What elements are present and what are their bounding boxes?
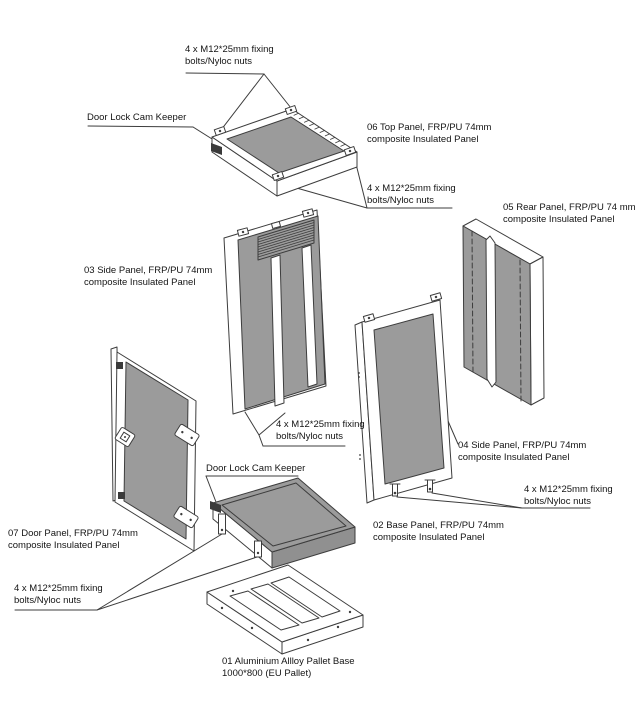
label-part-05-rear-panel: 05 Rear Panel, FRP/PU 74 mm composite In… <box>503 202 636 225</box>
callout-door-lock-cam-keeper-bottom: Door Lock Cam Keeper <box>206 463 306 474</box>
cam-keeper-top <box>211 143 222 155</box>
label-part-02-base-panel: 02 Base Panel, FRP/PU 74mm composite Ins… <box>373 520 504 543</box>
callout-fixing-bolts-side-panel-04: 4 x M12*25mm fixing bolts/Nyloc nuts <box>524 484 613 507</box>
leader-lines <box>14 72 591 611</box>
callout-fixing-bolts-top: 4 x M12*25mm fixing bolts/Nyloc nuts <box>185 44 274 67</box>
base-panel-legs <box>218 513 262 558</box>
door-hinge-bottom <box>173 505 199 529</box>
fixing-bolt-tabs <box>362 292 443 323</box>
part-05-rear-panel-drawing <box>462 218 545 406</box>
callout-fixing-bolts-base: 4 x M12*25mm fixing bolts/Nyloc nuts <box>14 583 103 606</box>
label-part-04-side-panel: 04 Side Panel, FRP/PU 74mm composite Ins… <box>458 440 587 463</box>
label-part-01-pallet-base: 01 Aluminium Allloy Pallet Base 1000*800… <box>222 656 355 679</box>
part-07-door-panel-drawing <box>110 346 200 552</box>
callout-door-lock-cam-keeper-top: Door Lock Cam Keeper <box>87 112 187 123</box>
part-02-base-panel-drawing <box>210 477 356 569</box>
part-04-side-panel-drawing <box>354 292 453 504</box>
callout-fixing-bolts-side-panel-03: 4 x M12*25mm fixing bolts/Nyloc nuts <box>276 419 365 442</box>
cam-keeper-bottom <box>210 501 221 513</box>
door-hinge-top <box>174 423 200 447</box>
part-03-side-panel-drawing <box>223 208 327 415</box>
door-lock-handle <box>114 427 136 447</box>
label-part-03-side-panel: 03 Side Panel, FRP/PU 74mm composite Ins… <box>84 265 213 288</box>
fixing-bolt-tabs <box>213 105 357 181</box>
part-01-pallet-base-drawing <box>206 564 364 655</box>
callout-fixing-bolts-top-panel: 4 x M12*25mm fixing bolts/Nyloc nuts <box>367 183 456 206</box>
fixing-bolts-bottom <box>389 479 436 497</box>
label-part-07-door-panel: 07 Door Panel, FRP/PU 74mm composite Ins… <box>8 528 138 551</box>
part-06-top-panel-drawing <box>211 105 358 197</box>
fixing-bolt-tabs <box>236 208 315 237</box>
label-part-06-top-panel: 06 Top Panel, FRP/PU 74mm composite Insu… <box>367 122 492 145</box>
